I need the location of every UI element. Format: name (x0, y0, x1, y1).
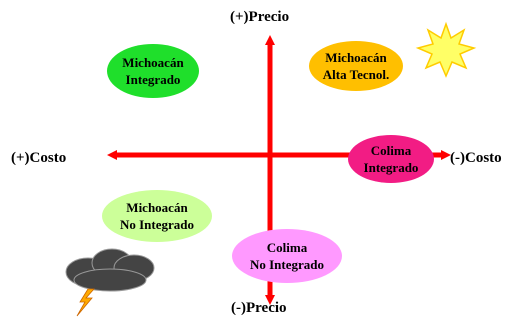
axis-label-cost-low: (-)Costo (450, 150, 502, 166)
node-colima-no-integrado-ellipse (232, 229, 342, 283)
sun-icon (415, 21, 477, 78)
axis-label-price-low: (-)Precio (231, 300, 287, 316)
node-michoacan-alta-tecnol-ellipse (309, 41, 403, 91)
storm-cloud-icon (65, 248, 155, 317)
axis-label-cost-high: (+)Costo (11, 150, 67, 166)
node-michoacan-integrado-ellipse (107, 44, 199, 98)
node-michoacan-no-integrado-ellipse (102, 190, 212, 242)
axis-label-price-high: (+)Precio (230, 9, 290, 25)
node-colima-integrado-ellipse (348, 135, 434, 183)
